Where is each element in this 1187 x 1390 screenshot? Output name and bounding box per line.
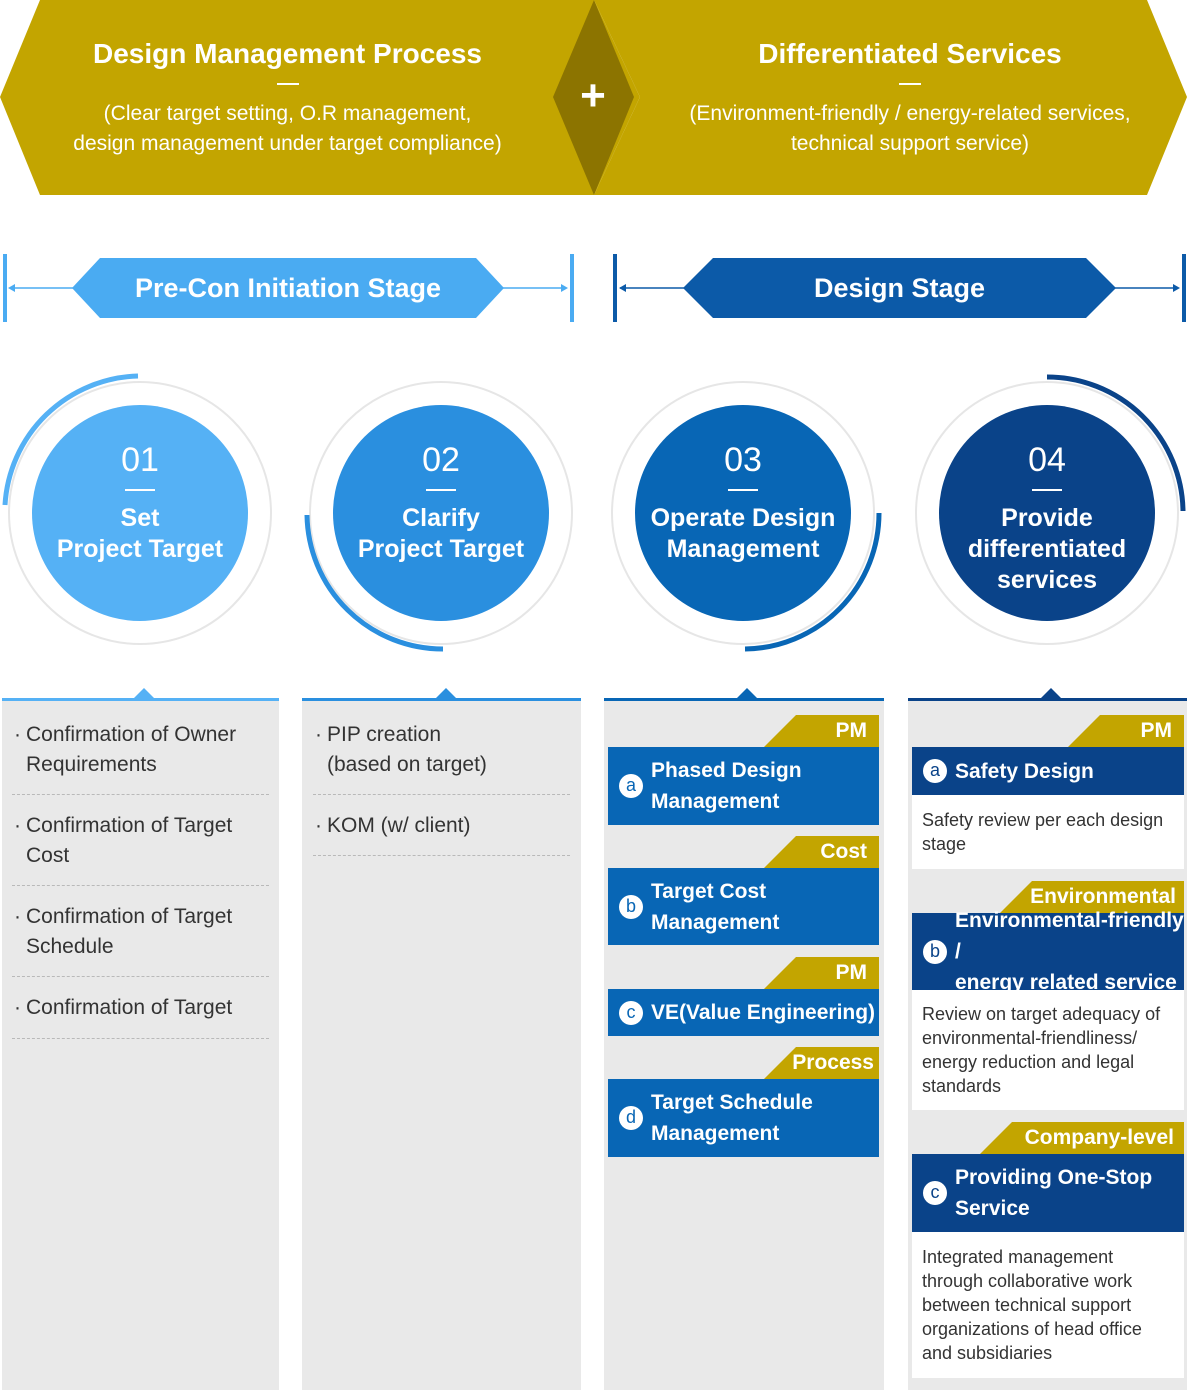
list-item: Confirmation of Target Schedule [12, 886, 269, 977]
box-title: Phased Design Management [651, 759, 802, 813]
step-3-arc [744, 512, 882, 652]
banner-left-subtitle: (Clear target setting, O.R management, d… [73, 101, 502, 155]
banner-right-subtitle: (Environment-friendly / energy-related s… [689, 101, 1131, 155]
step-1-circle [32, 405, 248, 621]
letter-c-icon: c [619, 1000, 643, 1025]
box-title: Safety Design [955, 759, 1094, 783]
banner-left-divider [276, 82, 299, 85]
pre-con-stage-shape [3, 254, 574, 322]
column-1: Confirmation of Owner Requirements Confi… [2, 688, 279, 1390]
safety-design-box: a Safety Design [912, 747, 1184, 795]
tag-pm: PM [1068, 715, 1184, 747]
step-2-label: Clarify Project Target [357, 504, 525, 563]
safety-design-description: Safety review per each design stage [912, 795, 1184, 869]
step-3-circle [635, 405, 851, 621]
letter-a-icon: a [619, 774, 643, 798]
ve-box: c VE(Value Engineering) [608, 989, 879, 1036]
banner-shapes [0, 0, 1187, 195]
step-4-label: Provide differentiated services [967, 504, 1127, 594]
tag-cost: Cost [764, 836, 879, 868]
step-2-number: 02 [422, 441, 460, 479]
step-3-divider [728, 489, 758, 491]
step-4-number: 04 [1028, 441, 1066, 479]
column-4: PM a Safety Design Safety review per eac… [908, 688, 1187, 1390]
environmental-description: Review on target adequacy of environment… [912, 990, 1184, 1110]
banner-center-diamond [553, 0, 634, 195]
design-stage-bar: Design Stage [610, 254, 1187, 322]
step-1-arc [2, 373, 139, 506]
step-1-number: 01 [121, 441, 159, 479]
step-4-arc [1046, 374, 1186, 512]
tag-pm: PM [764, 957, 879, 989]
column-3: PM a Phased Design Management Cost b Tar… [604, 688, 884, 1390]
step-2: 02 Clarify Project Target [333, 405, 549, 621]
letter-b-icon: b [619, 894, 643, 919]
column-1-list: Confirmation of Owner Requirements Confi… [12, 704, 269, 1039]
pre-con-stage-bar: Pre-Con Initiation Stage [0, 254, 578, 322]
one-stop-service-description: Integrated management through collaborat… [912, 1232, 1184, 1378]
column-4-top-line [908, 698, 1187, 701]
column-1-top-line [2, 698, 279, 701]
column-3-notch [737, 688, 757, 698]
tag-process: Process [764, 1047, 879, 1079]
list-item: Confirmation of Target [12, 977, 269, 1039]
banner-right-title: Differentiated Services [758, 37, 1062, 69]
step-3-number: 03 [724, 441, 762, 479]
top-banner: Design Management Process (Clear target … [0, 0, 1187, 195]
box-title: Environmental-friendly / energy related … [955, 909, 1184, 994]
column-4-notch [1041, 688, 1061, 698]
step-2-divider [426, 489, 456, 491]
step-4-circle [939, 405, 1155, 621]
letter-d-icon: d [619, 1106, 643, 1130]
column-2-top-line [302, 698, 581, 701]
step-4: 04 Provide differentiated services [939, 405, 1155, 621]
step-2-circle [333, 405, 549, 621]
list-item: PIP creation (based on target) [313, 704, 570, 795]
step-3-label: Operate Design Management [650, 504, 836, 563]
banner-left: Design Management Process (Clear target … [40, 0, 535, 195]
banner-right-arrow [594, 0, 1187, 195]
step-4-divider [1032, 489, 1062, 491]
step-circles [2, 373, 1186, 652]
tag-environmental: Environmental [1000, 881, 1184, 913]
design-stage-label: Design Stage [813, 272, 986, 303]
banner-right-divider [899, 82, 921, 85]
target-schedule-box: d Target Schedule Management [608, 1079, 879, 1157]
column-2-notch [436, 688, 456, 698]
step-1-label: Set Project Target [56, 504, 224, 563]
environmental-box: b Environmental-friendly / energy relate… [912, 909, 1184, 994]
box-title: Target Cost Management [651, 879, 780, 934]
list-item: Confirmation of Owner Requirements [12, 704, 269, 795]
column-1-notch [134, 688, 154, 698]
column-2-list: PIP creation (based on target) KOM (w/ c… [313, 704, 570, 856]
list-item: KOM (w/ client) [313, 795, 570, 856]
letter-a-icon: a [923, 759, 947, 783]
pre-con-stage-label: Pre-Con Initiation Stage [134, 272, 442, 303]
letter-b-icon: b [923, 939, 947, 964]
banner-left-title: Design Management Process [92, 37, 483, 69]
phased-design-box: a Phased Design Management [608, 747, 879, 825]
box-title: VE(Value Engineering) [651, 1001, 876, 1024]
step-1: 01 Set Project Target [32, 405, 248, 621]
plus-icon: + [580, 71, 606, 120]
column-3-top-line [604, 698, 884, 701]
tag-pm: PM [764, 715, 879, 747]
step-3: 03 Operate Design Management [635, 405, 851, 621]
target-cost-box: b Target Cost Management [608, 868, 879, 945]
box-title: Target Schedule Management [651, 1091, 813, 1145]
one-stop-service-box: c Providing One-Stop Service [912, 1154, 1184, 1232]
letter-c-icon: c [923, 1181, 947, 1205]
banner-left-arrow [0, 0, 640, 195]
column-2: PIP creation (based on target) KOM (w/ c… [302, 688, 581, 1390]
box-title: Providing One-Stop Service [955, 1166, 1153, 1220]
banner-right: Differentiated Services (Environment-fri… [640, 0, 1180, 195]
design-stage-shape [613, 254, 1186, 322]
step-2-arc [304, 514, 444, 652]
tag-company-level: Company-level [980, 1122, 1184, 1154]
step-1-divider [125, 489, 155, 491]
list-item: Confirmation of Target Cost [12, 795, 269, 886]
